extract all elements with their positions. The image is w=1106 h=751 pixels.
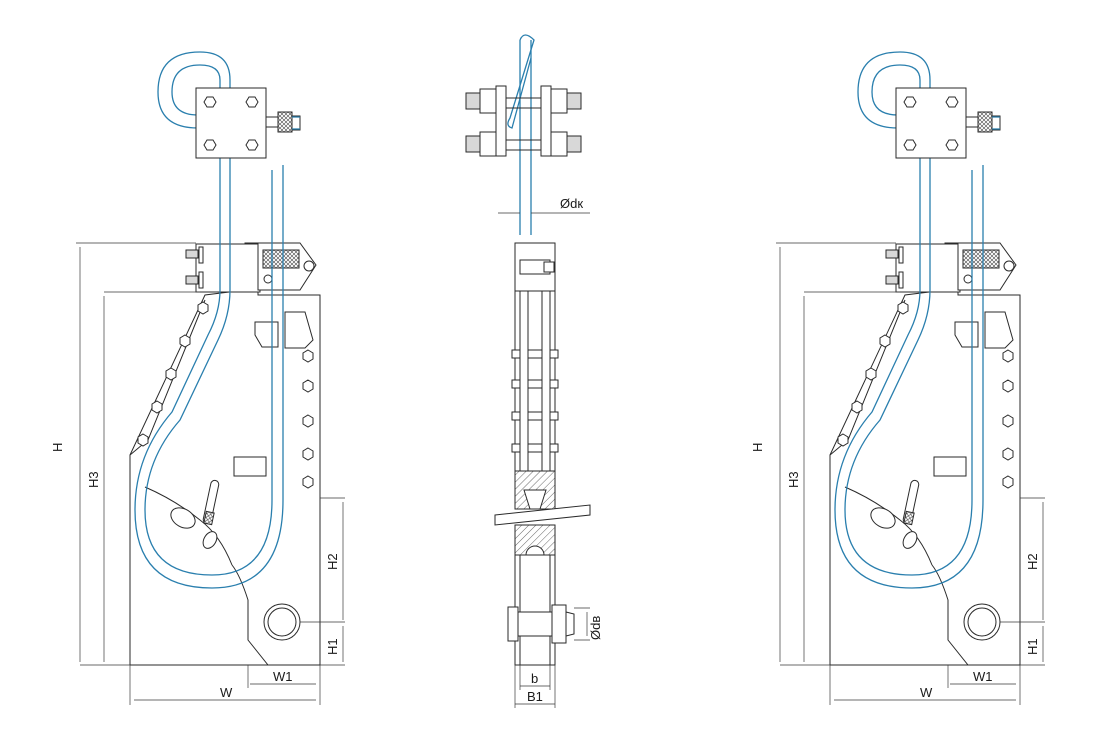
left-view-drawing (75, 51, 346, 706)
right-dim-W: W (920, 685, 933, 700)
middle-view: Ødк Ødв b B1 (465, 34, 603, 708)
left-dim-W1: W1 (273, 669, 293, 684)
right-view: H H3 H2 H1 W W1 (750, 51, 1046, 706)
right-dim-H1: H1 (1025, 638, 1040, 655)
left-dim-H1: H1 (325, 638, 340, 655)
right-dim-H2: H2 (1025, 553, 1040, 570)
right-view-drawing (775, 51, 1046, 706)
right-dim-H3: H3 (786, 471, 801, 488)
dim-dv: Ødв (588, 616, 603, 640)
right-dim-H: H (750, 443, 765, 452)
left-dim-H: H (50, 443, 65, 452)
left-dim-H3: H3 (86, 471, 101, 488)
left-view: H H3 H2 H1 W W1 (50, 51, 346, 706)
dim-b: b (531, 671, 538, 686)
left-dim-W: W (220, 685, 233, 700)
left-dim-H2: H2 (325, 553, 340, 570)
wedge-plate (494, 504, 591, 526)
dim-B1: B1 (527, 689, 543, 704)
top-bolts (465, 85, 582, 157)
right-dim-W1: W1 (973, 669, 993, 684)
dim-dk: Ødк (560, 196, 583, 211)
